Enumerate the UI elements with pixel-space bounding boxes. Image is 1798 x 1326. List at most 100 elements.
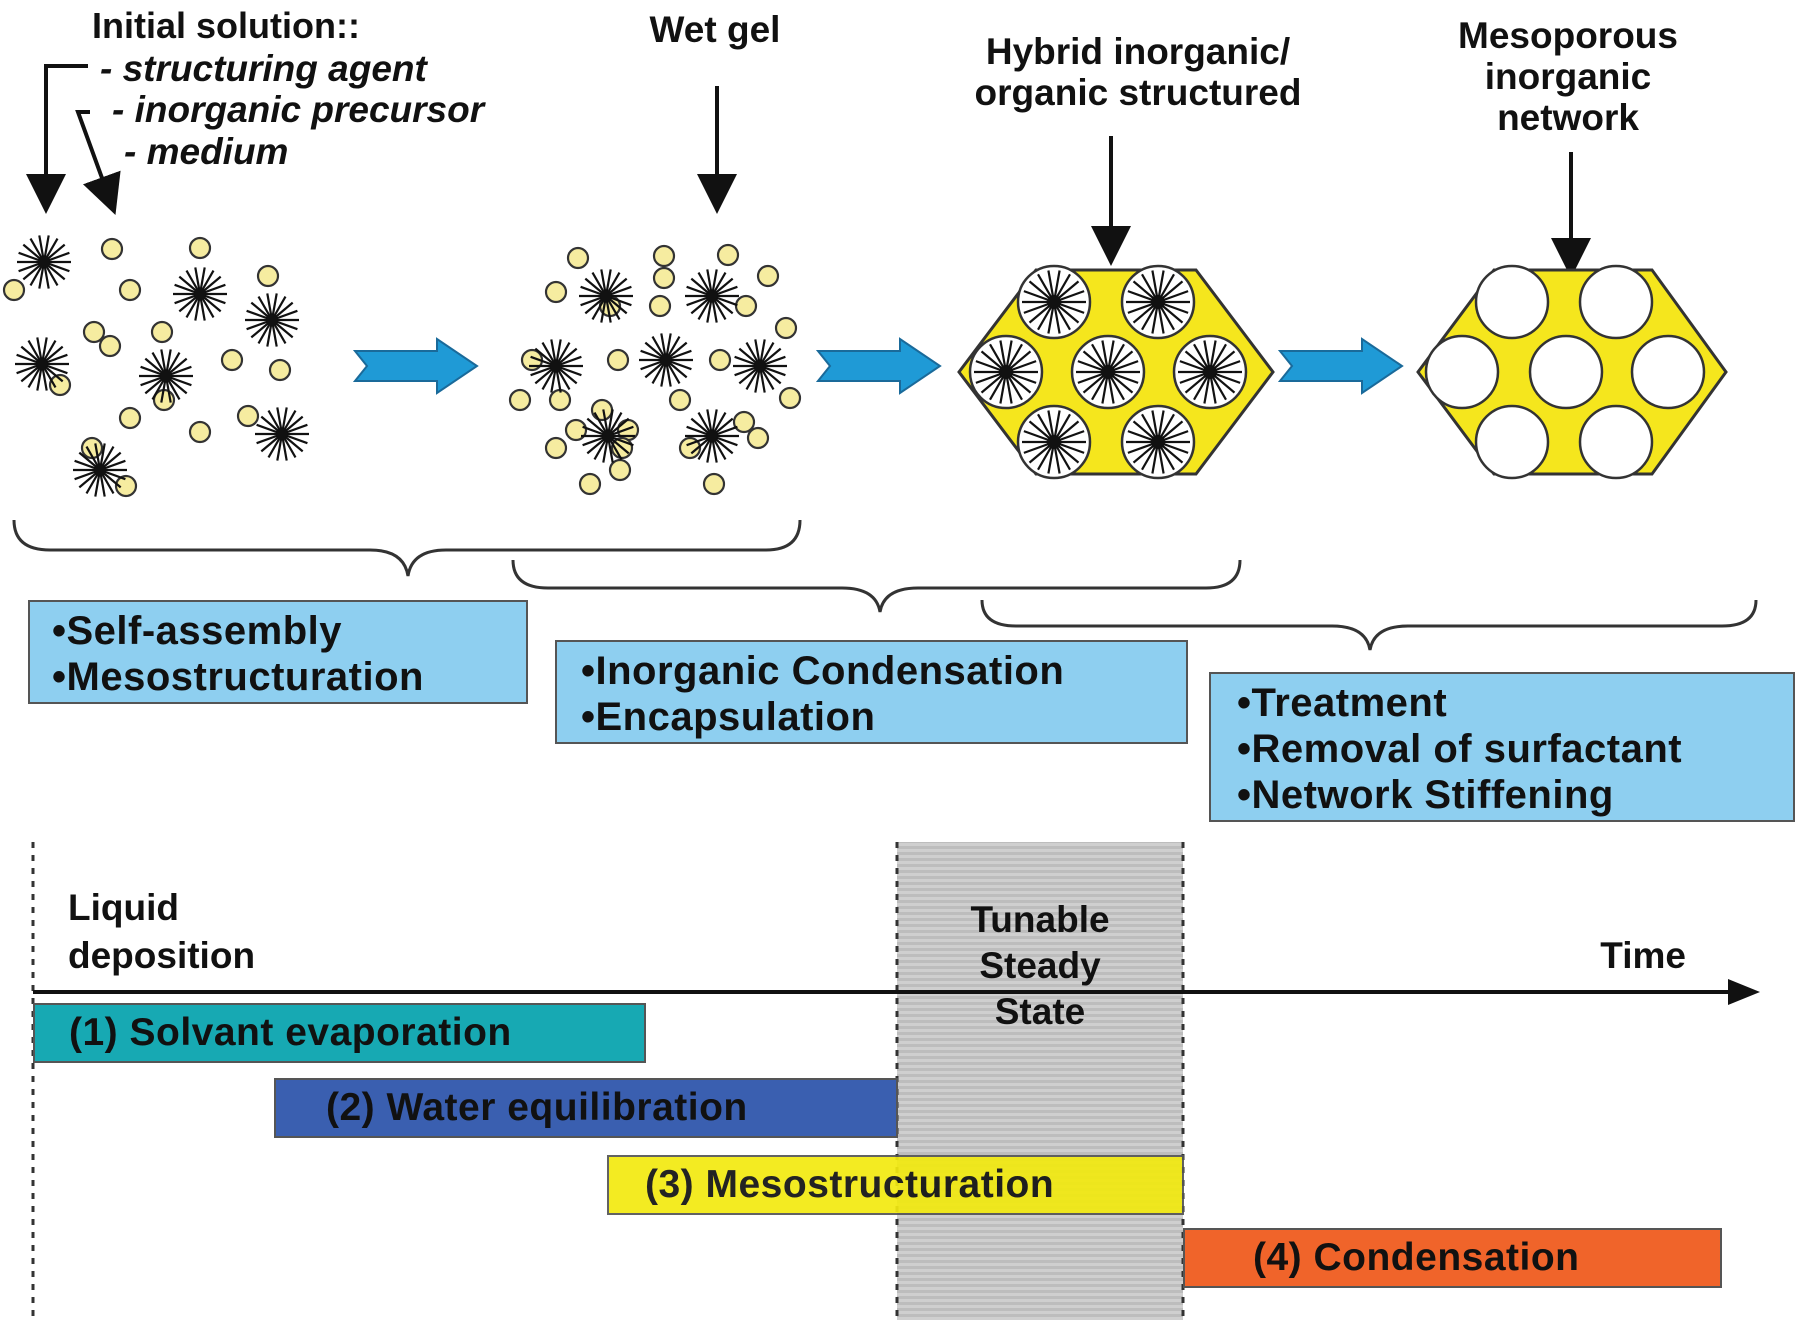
precursor-particle-icon: [544, 436, 568, 460]
svg-text:Mesoporous: Mesoporous: [1458, 15, 1678, 56]
precursor-particle-icon: [268, 358, 292, 382]
empty-pore: [1424, 334, 1500, 410]
pointer-arrows: [26, 64, 1591, 278]
phase-bar-solvant-evaporation: (1) Solvant evaporation: [33, 1003, 646, 1063]
precursor-particle-icon: [100, 237, 124, 261]
starburst-micelle-icon: [139, 349, 193, 403]
starburst-micelle-icon: [1126, 270, 1190, 334]
process-box-line: •Encapsulation: [581, 695, 876, 739]
svg-text:- inorganic precursor: - inorganic precursor: [112, 89, 487, 130]
svg-text:- medium: - medium: [124, 131, 288, 172]
svg-text:Hybrid inorganic/: Hybrid inorganic/: [986, 31, 1290, 72]
precursor-particle-icon: [150, 320, 174, 344]
empty-pore: [1474, 264, 1550, 340]
mesoporous-label: Mesoporous inorganic network: [1458, 15, 1678, 138]
precursor-particle-icon: [566, 246, 590, 270]
phase-bar-label: (4) Condensation: [1253, 1236, 1580, 1279]
mesoporous-pores: [1424, 264, 1706, 480]
precursor-particle-icon: [668, 388, 692, 412]
hybrid-pores: [968, 264, 1248, 480]
time-axis-label: Time: [1600, 935, 1686, 976]
precursor-particle-icon: [716, 243, 740, 267]
precursor-particle-icon: [508, 388, 532, 412]
svg-text:deposition: deposition: [68, 935, 255, 976]
svg-text:State: State: [995, 991, 1085, 1032]
process-box-line: •Treatment: [1237, 681, 1448, 725]
precursor-particle-icon: [548, 388, 572, 412]
precursor-particle-icon: [236, 404, 260, 428]
starburst-micelle-icon: [1076, 340, 1140, 404]
initial-solution-label: Initial solution:: - structuring agent -…: [92, 5, 487, 172]
phase-bar-label: (3) Mesostructuration: [645, 1163, 1055, 1206]
precursor-particle-icon: [608, 458, 632, 482]
empty-pore: [1578, 264, 1654, 340]
starburst-micelle-icon: [73, 443, 127, 497]
process-box-condensation: •Inorganic Condensation •Encapsulation: [555, 640, 1188, 744]
process-box-line: •Removal of surfactant: [1237, 727, 1683, 771]
liquid-deposition-label: Liquid deposition: [68, 887, 255, 976]
starburst-micelle-icon: [974, 340, 1038, 404]
svg-text:Initial solution::: Initial solution::: [92, 5, 360, 46]
empty-pore: [1630, 334, 1706, 410]
empty-pore: [1528, 334, 1604, 410]
precursor-particle-icon: [220, 348, 244, 372]
precursor-particle-icon: [188, 420, 212, 444]
precursor-particle-icon: [746, 426, 770, 450]
phase-bar-condensation: (4) Condensation: [1183, 1228, 1722, 1288]
process-box-line: •Mesostructuration: [52, 655, 424, 699]
starburst-micelle-icon: [1178, 340, 1242, 404]
time-axis-arrowhead: [1728, 979, 1760, 1005]
svg-text:organic structured: organic structured: [975, 72, 1302, 113]
process-arrow-icon: [815, 337, 942, 395]
starburst-micelle-icon: [15, 337, 69, 391]
precursor-particle-icon: [648, 294, 672, 318]
precursor-particle-icon: [578, 472, 602, 496]
precursor-particle-icon: [652, 266, 676, 290]
phase-bar-label: (1) Solvant evaporation: [69, 1011, 512, 1054]
steady-state-label: Tunable Steady State: [970, 899, 1109, 1032]
precursor-particle-icon: [652, 244, 676, 268]
precursor-particle-icon: [778, 386, 802, 410]
svg-text:- structuring agent: - structuring agent: [100, 48, 429, 89]
process-box-treatment: •Treatment •Removal of surfactant •Netwo…: [1209, 672, 1795, 822]
svg-text:network: network: [1497, 97, 1639, 138]
process-box-line: •Inorganic Condensation: [581, 649, 1065, 693]
hybrid-label: Hybrid inorganic/ organic structured: [975, 31, 1302, 113]
precursor-particle-icon: [756, 264, 780, 288]
svg-text:Liquid: Liquid: [68, 887, 179, 928]
empty-pore: [1578, 404, 1654, 480]
process-box-line: •Self-assembly: [52, 609, 343, 653]
starburst-micelle-icon: [255, 407, 309, 461]
precursor-particle-icon: [606, 348, 630, 372]
process-arrow-icon: [352, 337, 479, 395]
process-box-self-assembly: •Self-assembly •Mesostructuration: [28, 600, 528, 704]
starburst-micelle-icon: [17, 235, 71, 289]
precursor-particle-icon: [544, 280, 568, 304]
precursor-particle-icon: [590, 398, 614, 422]
precursor-particle-icon: [708, 348, 732, 372]
precursor-particle-icon: [702, 472, 726, 496]
starburst-micelle-icon: [639, 333, 693, 387]
svg-text:Steady: Steady: [979, 945, 1101, 986]
precursor-particle-icon: [2, 278, 26, 302]
starburst-micelle-icon: [1022, 410, 1086, 474]
precursor-particle-icon: [48, 373, 72, 397]
starburst-micelle-icon: [579, 269, 633, 323]
precursor-particle-icon: [256, 264, 280, 288]
process-arrow-icon: [1277, 337, 1404, 395]
starburst-micelle-icon: [685, 409, 739, 463]
empty-pore: [1474, 404, 1550, 480]
precursor-particle-icon: [732, 410, 756, 434]
starburst-micelle-icon: [733, 339, 787, 393]
wet-gel-label: Wet gel: [650, 9, 781, 50]
phase-bar-label: (2) Water equilibration: [326, 1086, 748, 1129]
starburst-micelle-icon: [173, 267, 227, 321]
process-arrows: [352, 337, 1404, 395]
phase-bar-water-equilibration: (2) Water equilibration: [274, 1078, 898, 1138]
phase-bar-mesostructuration: (3) Mesostructuration: [607, 1155, 1184, 1215]
svg-text:inorganic: inorganic: [1485, 56, 1652, 97]
svg-text:Tunable: Tunable: [970, 899, 1109, 940]
process-braces: [12, 519, 1758, 651]
steady-state-band: [897, 842, 1183, 1320]
